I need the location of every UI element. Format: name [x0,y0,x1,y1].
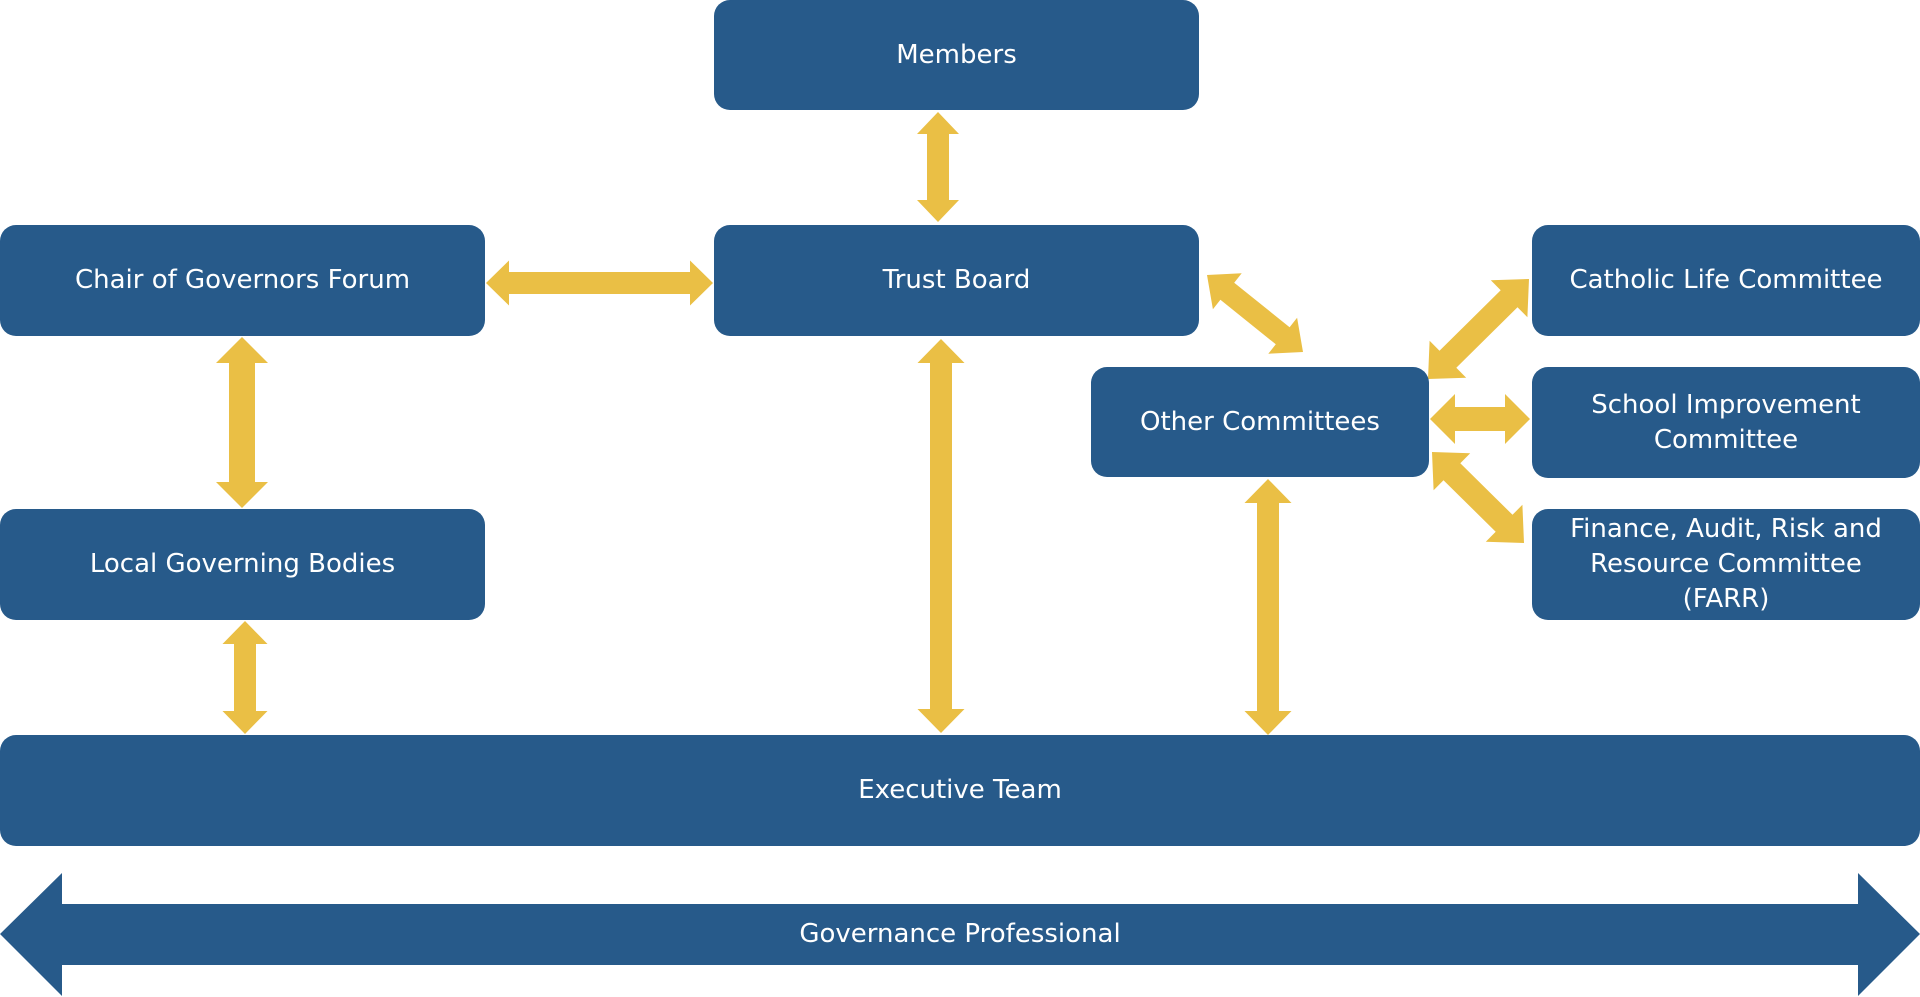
connector-arrows [216,112,1530,735]
arrow-chair-local-bodies [216,337,268,508]
farr-committee-box[interactable]: Finance, Audit, Risk and Resource Commit… [1532,509,1920,620]
other-committees-box[interactable]: Other Committees [1091,367,1429,477]
trust-board-label: Trust Board [882,265,1031,295]
members-label: Members [896,39,1017,70]
catholic-life-committee-box[interactable]: Catholic Life Committee [1532,225,1920,336]
chair-of-governors-forum-label: Chair of Governors Forum [74,265,411,295]
arrow-other-committees-executive [1244,479,1292,735]
governance-band-arrow [0,873,1920,996]
chair-of-governors-forum-box[interactable]: Chair of Governors Forum [0,225,485,336]
school-improvement-committee-box[interactable]: School Improvement Committee [1532,367,1920,478]
arrow-local-bodies-executive [222,621,268,734]
governance-professional-label: Governance Professional [799,919,1121,949]
executive-team-label: Executive Team [858,775,1062,805]
arrow-trust-board-executive [917,339,965,733]
executive-team-box[interactable]: Executive Team [0,735,1920,846]
other-committees-label: Other Committees [1140,406,1380,437]
members-box[interactable]: Members [714,0,1199,110]
farr-committee-label: Finance, Audit, Risk and Resource Commit… [1570,514,1882,614]
arrow-chair-trust-board [486,260,713,306]
catholic-life-committee-label: Catholic Life Committee [1569,265,1883,295]
arrow-trust-board-other-committees [1207,273,1303,354]
arrow-other-committees-school-improvement [1430,394,1530,444]
local-governing-bodies-label: Local Governing Bodies [89,549,396,579]
arrow-other-committees-farr [1432,452,1524,543]
local-governing-bodies-box[interactable]: Local Governing Bodies [0,509,485,620]
arrow-members-trust-board [917,112,959,222]
trust-board-box[interactable]: Trust Board [714,225,1199,336]
arrow-other-committees-catholic-life [1428,279,1529,379]
school-improvement-committee-label: School Improvement Committee [1591,389,1861,455]
